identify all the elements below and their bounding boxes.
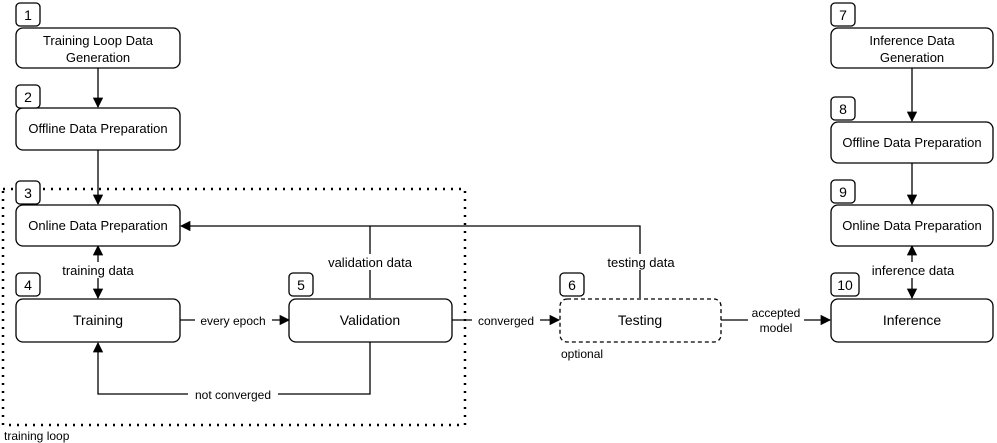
svg-text:Online Data Preparation: Online Data Preparation [28, 218, 167, 233]
step-8-badge: 8 [839, 101, 847, 117]
svg-text:Offline Data Preparation: Offline Data Preparation [842, 135, 981, 150]
training-loop-label: training loop [4, 429, 70, 443]
svg-text:Training: Training [73, 312, 123, 328]
step-7-inference-data-generation: Inference Data Generation 7 [830, 2, 994, 69]
step-2-offline-data-preparation: Offline Data Preparation 2 [15, 84, 181, 151]
step-5-badge: 5 [297, 277, 305, 293]
step-7-badge: 7 [839, 7, 847, 23]
svg-text:Generation: Generation [880, 50, 944, 65]
svg-text:Inference Data: Inference Data [869, 33, 955, 48]
training-loop-boundary [1, 187, 467, 427]
inference-data-label: inference data [872, 263, 955, 278]
every-epoch-label: every epoch [200, 314, 265, 328]
step-5-validation: Validation 5 [288, 272, 453, 343]
edge-not-converged [92, 341, 371, 395]
step-2-badge: 2 [24, 89, 32, 105]
training-data-label: training data [62, 263, 134, 278]
step-6-badge: 6 [568, 277, 576, 293]
step-4-training: Training 4 [15, 272, 181, 343]
step-8-offline-data-preparation: Offline Data Preparation 8 [830, 96, 994, 164]
accepted-model-label-2: model [760, 321, 793, 335]
accepted-model-label-1: accepted [752, 306, 801, 320]
step-3-online-data-preparation: Online Data Preparation 3 [15, 180, 181, 247]
step-9-online-data-preparation: Online Data Preparation 9 [830, 179, 994, 247]
step-10-inference: Inference 10 [830, 272, 994, 343]
optional-label: optional [561, 347, 603, 361]
svg-text:Online Data Preparation: Online Data Preparation [842, 218, 981, 233]
not-converged-label: not converged [195, 388, 271, 402]
svg-text:Validation: Validation [340, 312, 400, 328]
step-1-badge: 1 [24, 7, 32, 23]
step-4-badge: 4 [24, 277, 32, 293]
svg-text:Training Loop Data: Training Loop Data [43, 33, 154, 48]
step-3-badge: 3 [24, 185, 32, 201]
testing-data-label: testing data [607, 255, 675, 270]
svg-text:Offline Data Preparation: Offline Data Preparation [28, 121, 167, 136]
step-9-badge: 9 [839, 184, 847, 200]
validation-data-label: validation data [328, 255, 413, 270]
edge-feedback-to-3 [179, 220, 641, 298]
step-1-training-loop-data-generation: Training Loop Data Generation 1 [15, 2, 181, 69]
step-6-testing: Testing 6 optional [559, 272, 722, 361]
svg-text:Inference: Inference [883, 312, 942, 328]
svg-text:Generation: Generation [66, 50, 130, 65]
svg-text:Testing: Testing [618, 312, 662, 328]
converged-label: converged [478, 314, 534, 328]
step-10-badge: 10 [837, 277, 853, 293]
